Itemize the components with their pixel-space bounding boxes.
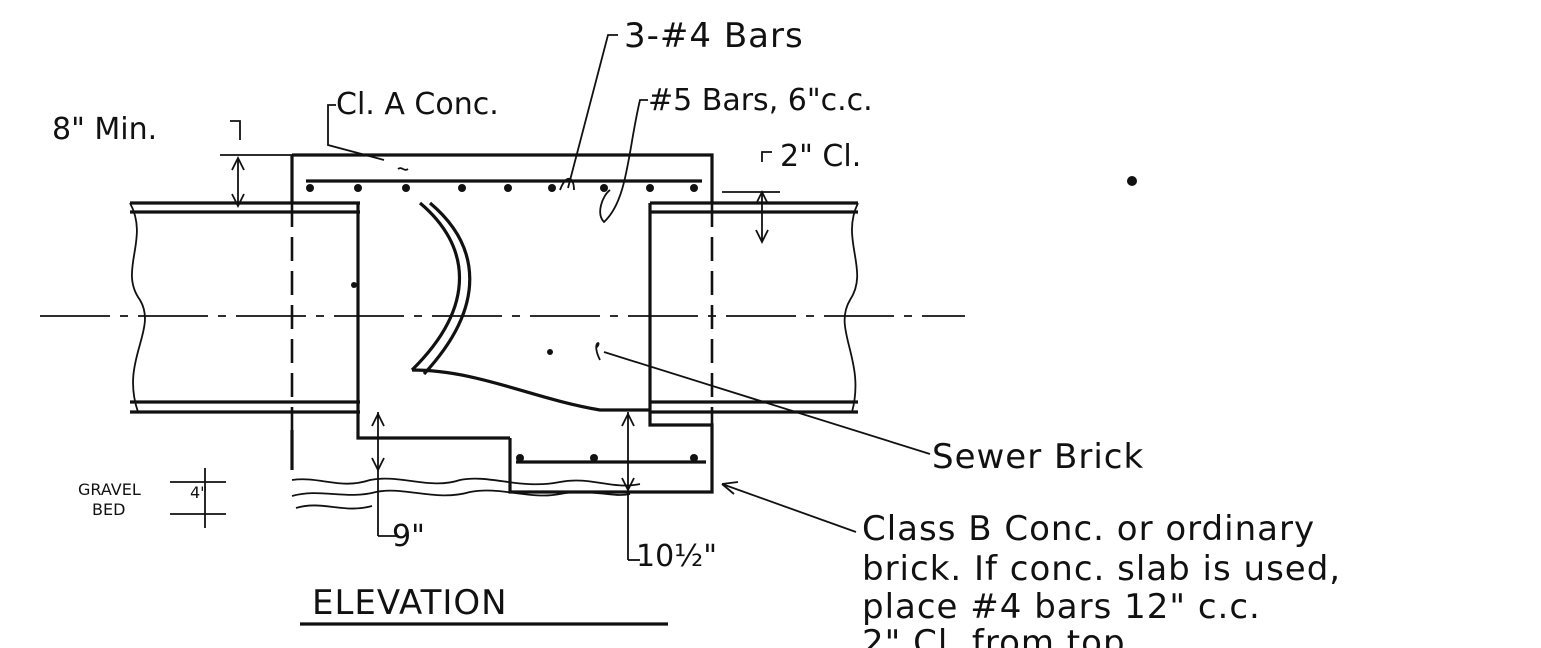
min-8-label: 8" Min.	[52, 112, 157, 147]
clear-2-label: 2" Cl.	[780, 139, 861, 174]
dimension-8-min: 8" Min.	[52, 112, 292, 209]
elevation-title: ELEVATION	[300, 583, 668, 626]
rebar-dots	[306, 184, 698, 192]
conc-a-label: Cl. A Conc.	[336, 87, 499, 122]
sewer-brick-curve	[351, 201, 650, 412]
bars-5-label: #5 Bars, 6"c.c.	[648, 83, 873, 118]
bottom-slab	[516, 454, 706, 464]
gravel-bed	[291, 477, 641, 510]
label-3-no4-bars: 3-#4 Bars	[567, 16, 804, 189]
right-pipe	[650, 201, 859, 414]
dimension-10-half: 10½"	[621, 411, 717, 574]
note-line-3: place #4 bars 12" c.c.	[862, 587, 1261, 627]
left-pipe	[129, 201, 360, 414]
label-class-b-note: Class B Conc. or ordinary brick. If conc…	[721, 481, 1341, 648]
dimension-2-clear: 2" Cl.	[722, 139, 1137, 245]
gravel-dimension: GRAVEL BED 4"	[78, 468, 226, 528]
dim-9-label: 9"	[392, 519, 425, 554]
sewer-brick-label: Sewer Brick	[932, 437, 1144, 477]
dim-10-label: 10½"	[636, 539, 717, 574]
note-line-1: Class B Conc. or ordinary	[862, 509, 1315, 549]
note-line-4: 2" Cl. from top.	[862, 623, 1137, 648]
top-slab	[290, 153, 714, 203]
note-line-2: brick. If conc. slab is used,	[862, 549, 1341, 589]
manhole-wall	[290, 203, 714, 494]
label-cl-a-conc: Cl. A Conc.	[327, 87, 499, 161]
gravel-label: GRAVEL	[78, 480, 141, 499]
dimension-9: 9"	[371, 411, 425, 554]
title-text: ELEVATION	[312, 583, 508, 623]
gravel-dim-label: 4"	[190, 483, 208, 502]
label-no5-bars: #5 Bars, 6"c.c.	[599, 83, 873, 224]
bed-label: BED	[92, 500, 125, 519]
label-sewer-brick: Sewer Brick	[603, 351, 1144, 477]
bars-top-label: 3-#4 Bars	[624, 16, 804, 56]
